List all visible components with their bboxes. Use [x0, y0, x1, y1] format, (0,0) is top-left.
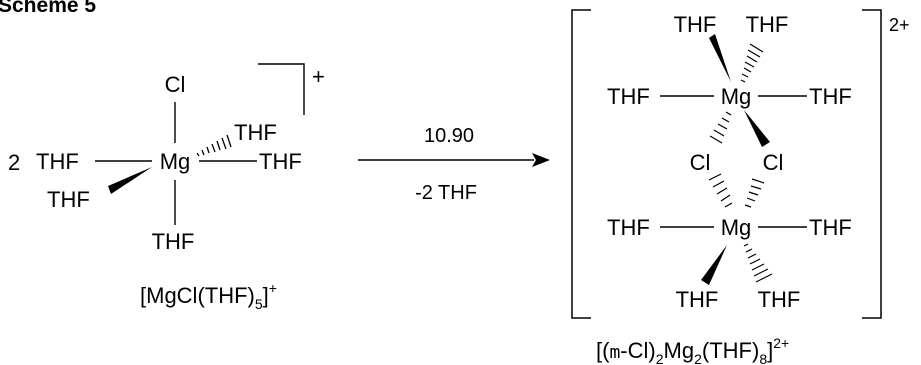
arrow-label-below: -2 THF: [415, 182, 477, 204]
arrow-label-above: 10.90: [424, 125, 474, 147]
bond-wedge-mg1-cl-right: [744, 110, 770, 147]
bond-hash-mg2-cl-right: [744, 178, 765, 208]
reactant-charge-bracket: [258, 63, 305, 115]
reactant-labels: 2 Cl Mg THF THF THF THF THF +: [8, 64, 325, 254]
product-thf-bottom-right: THF: [758, 287, 801, 312]
reactant-thf-left: THF: [36, 149, 79, 174]
product-thf-top-right: THF: [746, 12, 789, 37]
product-labels: 2+ THF THF THF Mg THF Cl Cl THF Mg THF T…: [607, 12, 910, 312]
product-cl-bridge-left: Cl: [690, 150, 711, 175]
product-mg-top: Mg: [721, 84, 752, 109]
reactant-thf-right: THF: [259, 149, 302, 174]
bond-hash-mg2-cl-left: [708, 173, 733, 208]
reactant-cl-label: Cl: [165, 72, 186, 97]
product-bracket-right: [862, 9, 882, 319]
product-thf-bottom-left: THF: [676, 287, 719, 312]
product-thf-top-side-right: THF: [809, 84, 852, 109]
scheme-title: Scheme 5: [0, 0, 96, 17]
bond-hash-mg1-thf-top-right: [740, 43, 764, 83]
product-structure: [660, 34, 807, 285]
product-thf-top-left: THF: [674, 12, 717, 37]
product-mg-bottom: Mg: [721, 215, 752, 240]
reactant-structure: [95, 63, 305, 225]
reactant-thf-bottom: THF: [152, 229, 195, 254]
reactant-mg-label: Mg: [160, 149, 191, 174]
bond-wedge-thf-lower-left: [108, 167, 152, 194]
product-thf-top-side-left: THF: [607, 84, 650, 109]
reaction-arrow: [358, 153, 550, 167]
reactant-thf-upper-right: THF: [234, 120, 277, 145]
bond-hash-thf-upper-right: [196, 134, 232, 157]
product-thf-bottom-side-right: THF: [809, 215, 852, 240]
reactant-thf-lower-left: THF: [47, 187, 90, 212]
product-thf-bottom-side-left: THF: [607, 215, 650, 240]
product-cl-bridge-right: Cl: [763, 150, 784, 175]
product-brackets: [571, 9, 882, 319]
reactant-charge: +: [312, 64, 325, 89]
product-formula: [(m-Cl)2Mg2(THF)8]2+: [596, 335, 789, 365]
bond-hash-mg1-cl-left: [709, 111, 732, 144]
reactant-formula: [MgCl(THF)5]+: [140, 280, 277, 312]
bond-hash-mg2-thf-bottom-right: [743, 243, 773, 283]
product-bracket-left: [571, 9, 591, 319]
reactant-coefficient: 2: [8, 150, 20, 175]
bond-wedge-mg2-thf-bottom-left: [701, 245, 727, 285]
arrow-head: [532, 153, 550, 167]
product-charge: 2+: [889, 15, 910, 35]
bond-wedge-mg1-thf-top-left: [709, 34, 731, 82]
